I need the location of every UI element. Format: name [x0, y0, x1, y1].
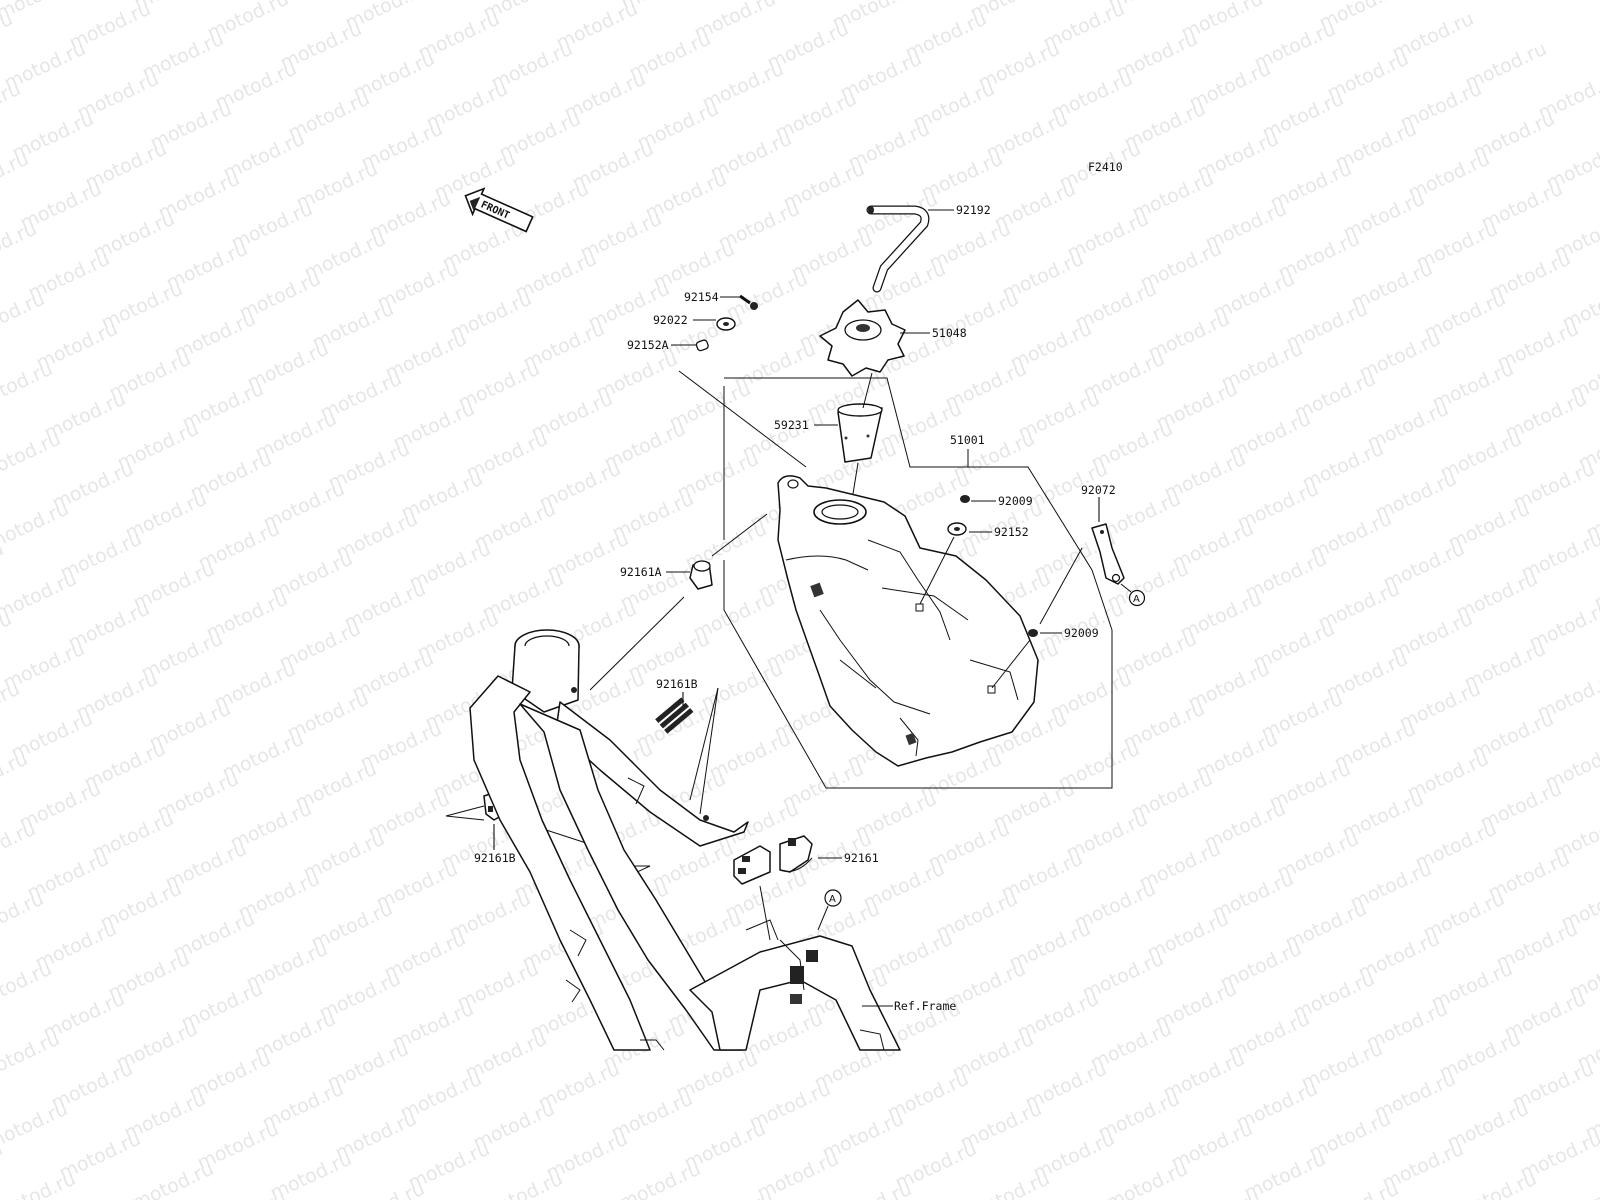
bolt-part	[739, 294, 758, 310]
label-92161: 92161	[844, 851, 879, 865]
label-92072: 92072	[1081, 483, 1116, 497]
marker-a-icon-lower: A	[817, 889, 842, 931]
label-92022: 92022	[653, 313, 688, 327]
figure-code: F2410	[1088, 160, 1123, 174]
label-92161B-left: 92161B	[474, 851, 516, 865]
label-92154: 92154	[684, 290, 719, 304]
label-92192: 92192	[956, 203, 991, 217]
tank-assembly-bracket	[723, 377, 1113, 789]
label-92009-upper: 92009	[998, 494, 1033, 508]
marker-a-icon-upper: A	[1120, 583, 1146, 607]
label-92009-lower: 92009	[1064, 626, 1099, 640]
label-ref-frame: Ref.Frame	[894, 999, 956, 1013]
leader-strap-to-tank	[1039, 547, 1083, 625]
collar-part	[695, 339, 709, 352]
motorcycle-frame-part	[469, 629, 901, 1051]
label-92161B-center: 92161B	[656, 677, 698, 691]
label-92152A: 92152A	[627, 338, 669, 352]
front-arrow-icon: FRONT	[464, 187, 534, 233]
fuel-tank-part	[777, 475, 1039, 767]
leader-cap-to-filter	[862, 372, 873, 409]
tank-damper-front-part	[689, 560, 713, 590]
leader-92161A-to-tank	[711, 513, 768, 557]
label-59231: 59231	[774, 418, 809, 432]
label-51048: 51048	[932, 326, 967, 340]
leader-grommet-to-tank	[919, 536, 955, 605]
frame-pad-center-part	[655, 697, 694, 734]
frame-damper-part	[733, 835, 813, 885]
tank-bolt-upper-part	[960, 495, 970, 503]
fuel-filter-part	[837, 403, 883, 463]
marker-a-lower-label: A	[829, 894, 836, 905]
label-92161A: 92161A	[620, 565, 662, 579]
label-92152: 92152	[994, 525, 1029, 539]
leader-92161A-to-frame	[589, 596, 685, 691]
label-51001: 51001	[950, 433, 985, 447]
leader-92161B-left-arrow	[445, 805, 485, 821]
leader-92161-to-frame	[759, 885, 771, 941]
tank-bolt-lower-part	[1028, 629, 1038, 637]
washer-part	[716, 317, 736, 331]
tank-strap-part	[1091, 523, 1125, 585]
marker-a-upper-label: A	[1133, 594, 1140, 605]
leader-92152A-to-tank	[678, 370, 807, 468]
leader-92161B-center-a	[699, 687, 719, 815]
leader-92161B-center-b	[689, 687, 719, 801]
leader-lower-bolt-to-tank	[991, 639, 1031, 689]
fuel-cap-part	[819, 299, 906, 377]
grommet-part	[947, 522, 967, 536]
breather-hose-part	[866, 205, 930, 293]
